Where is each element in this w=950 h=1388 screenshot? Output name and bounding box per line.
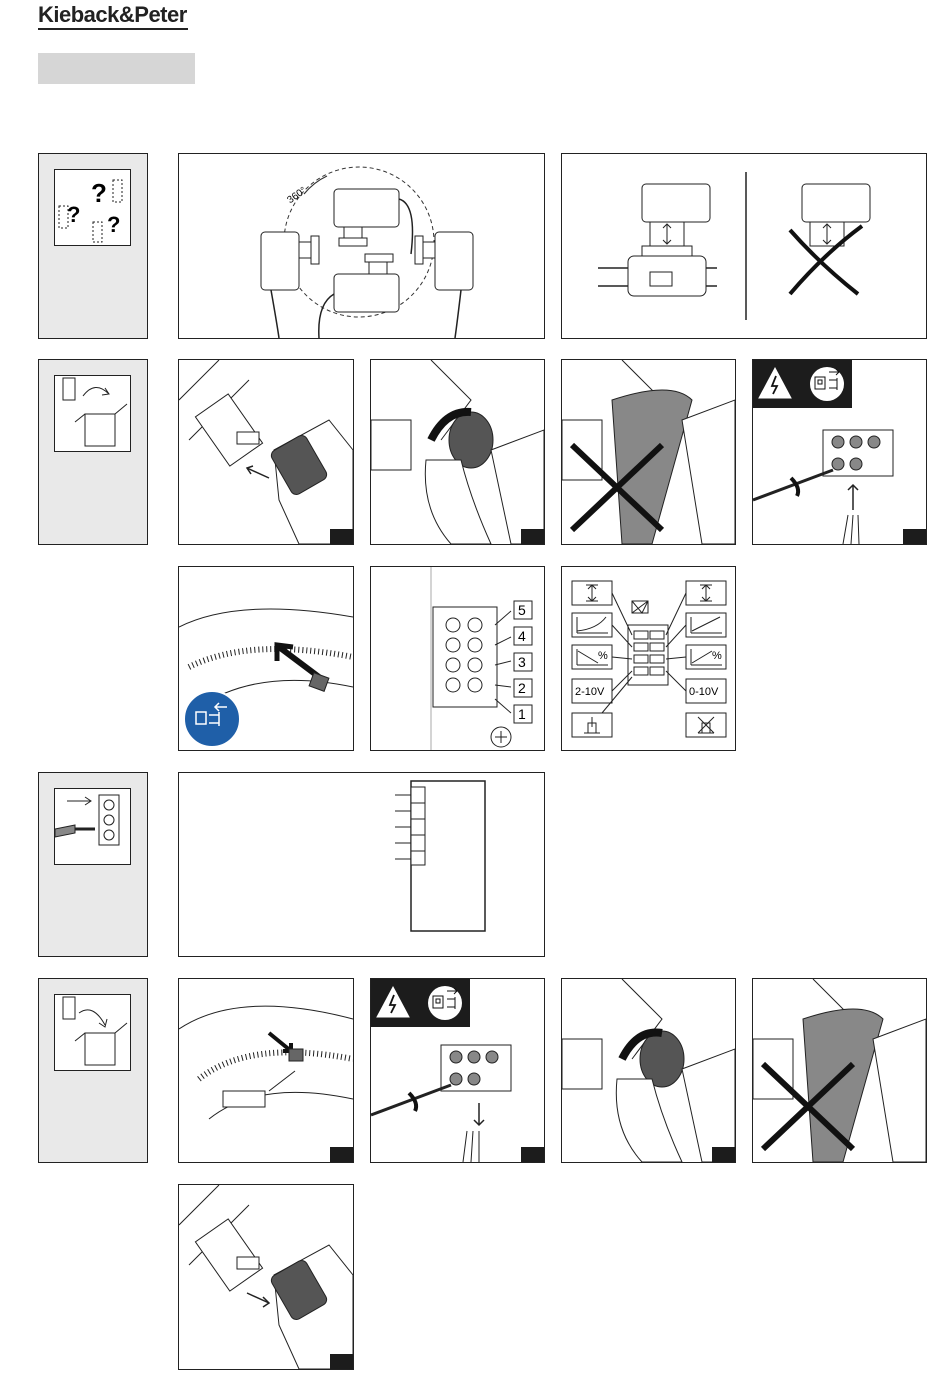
power-disconnect-panel bbox=[752, 359, 927, 545]
range-label-left: 2-10V bbox=[575, 686, 605, 698]
step-marker bbox=[521, 1147, 545, 1163]
wiring-diagram-panel bbox=[178, 772, 545, 957]
terminal-number: 4 bbox=[518, 628, 526, 644]
mounting-position-icon: ? ? ? bbox=[54, 169, 131, 246]
cover-close-panel bbox=[178, 978, 354, 1163]
dip-switch-panel: % % 2-10V 0-10V bbox=[561, 566, 736, 751]
step-marker bbox=[521, 529, 545, 545]
mounting-orientation-panel: 360° bbox=[178, 153, 545, 339]
sidebar-reassembly bbox=[38, 978, 148, 1163]
terminal-number: 3 bbox=[518, 654, 526, 670]
brand-logo: Kieback&Peter bbox=[38, 2, 187, 28]
sidebar-wiring bbox=[38, 772, 148, 957]
range-label-right: 0-10V bbox=[689, 686, 719, 698]
step-marker bbox=[330, 1354, 354, 1370]
mount-actuator-icon bbox=[54, 994, 131, 1071]
svg-text:?: ? bbox=[67, 202, 80, 227]
step-rotate-nut-panel bbox=[370, 359, 545, 545]
step-marker bbox=[903, 529, 927, 545]
power-reconnect-panel bbox=[370, 978, 545, 1163]
no-tool-warning-panel-2 bbox=[752, 978, 927, 1163]
terminal-number: 5 bbox=[518, 602, 526, 618]
title-banner bbox=[38, 53, 195, 84]
step-marker bbox=[330, 1147, 354, 1163]
stroke-direction-panel bbox=[561, 153, 927, 339]
rotation-label: 360° bbox=[285, 185, 308, 206]
sidebar-mounting: ? ? ? bbox=[38, 153, 148, 339]
step-mount-panel bbox=[178, 1184, 354, 1370]
percent-label: % bbox=[712, 650, 722, 662]
logo-underline bbox=[38, 28, 188, 30]
sidebar-disassembly bbox=[38, 359, 148, 545]
connect-cable-icon bbox=[54, 788, 131, 865]
step-unscrew-panel bbox=[178, 359, 354, 545]
no-tool-warning-panel bbox=[561, 359, 736, 545]
step-marker bbox=[712, 1147, 736, 1163]
terminal-number: 1 bbox=[518, 706, 526, 722]
terminal-number: 2 bbox=[518, 680, 526, 696]
step-marker bbox=[330, 529, 354, 545]
remove-actuator-icon bbox=[54, 375, 131, 452]
terminal-numbers-panel: 5 4 3 2 1 bbox=[370, 566, 545, 751]
percent-label: % bbox=[598, 650, 608, 662]
svg-text:?: ? bbox=[107, 212, 120, 237]
step-tighten-nut-panel bbox=[561, 978, 736, 1163]
cover-slide-panel bbox=[178, 566, 354, 751]
svg-text:?: ? bbox=[91, 178, 107, 208]
